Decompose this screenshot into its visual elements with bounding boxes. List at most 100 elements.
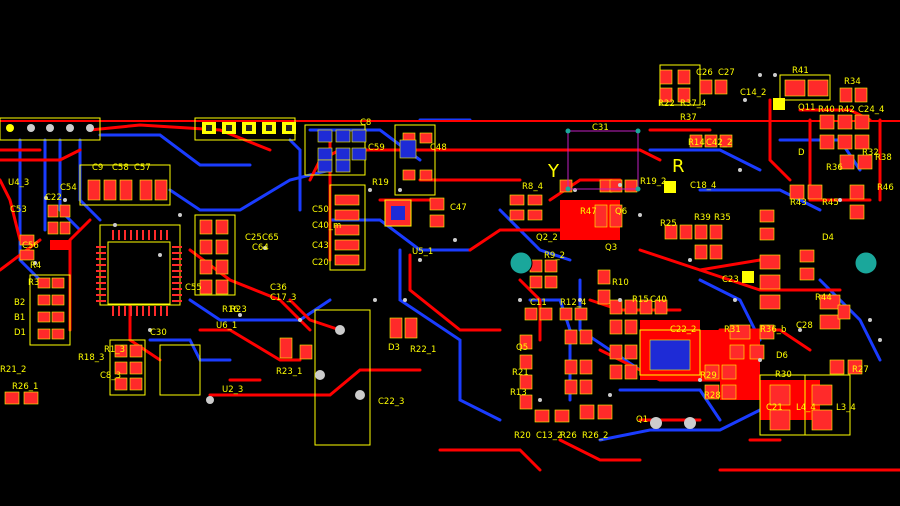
- designator: D4: [822, 233, 834, 243]
- designator: R42: [838, 105, 855, 115]
- vias: [33, 73, 882, 402]
- designator: R43: [790, 198, 807, 208]
- designator: R25: [660, 219, 677, 229]
- designator: R36_b: [760, 325, 786, 335]
- designator: R45: [822, 198, 839, 208]
- through-hole-pads: [206, 251, 878, 429]
- mcu-qfp-package[interactable]: [96, 230, 182, 316]
- designator: R28: [704, 391, 721, 401]
- designator: C54: [60, 183, 77, 193]
- designator: C8: [360, 118, 371, 128]
- designator: R37: [680, 113, 697, 123]
- designator: C50: [312, 205, 329, 215]
- designator: R31: [724, 325, 741, 335]
- designator: C21: [766, 403, 783, 413]
- designator: R1_3: [104, 345, 125, 355]
- designator: R21_2: [0, 365, 26, 375]
- designator: C48: [430, 143, 447, 153]
- designator: R30: [775, 370, 792, 380]
- designator: C27: [718, 68, 735, 78]
- designator: C18_4: [690, 181, 716, 191]
- designator: R26_2: [582, 431, 608, 441]
- designator: U6_1: [216, 321, 237, 331]
- designator: U5_1: [412, 247, 433, 257]
- top-pads: [4, 69, 873, 431]
- designator: L3_4: [836, 403, 856, 413]
- designator: R35: [714, 213, 731, 223]
- designator: R22: [658, 99, 675, 109]
- designator: C43: [312, 241, 329, 251]
- designator: R27: [852, 365, 869, 375]
- r-axis-label: R: [672, 156, 685, 177]
- designator: D3: [388, 343, 400, 353]
- designator-labels: C26 C27 R41 R34 R22 R37_4 C14_2 Q11 R40 …: [0, 66, 894, 441]
- designator: R41: [792, 66, 809, 76]
- designator: C17_3: [270, 293, 296, 303]
- middle-header-pins: [202, 122, 296, 134]
- designator: L4_4: [796, 403, 816, 413]
- designator: C59: [368, 143, 385, 153]
- designator: R44: [815, 293, 832, 303]
- designator: B1: [14, 313, 25, 323]
- designator: R32: [862, 148, 879, 158]
- designator: R29: [700, 371, 717, 381]
- designator: R37_4: [680, 99, 706, 109]
- designator: C8_3: [100, 371, 121, 381]
- designator: R22_1: [410, 345, 436, 355]
- designator: C9: [92, 163, 103, 173]
- designator: R26: [560, 431, 577, 441]
- designator: R20: [514, 431, 531, 441]
- designator: R16: [222, 305, 239, 315]
- designator: C58: [112, 163, 129, 173]
- designator: R8_4: [522, 182, 543, 192]
- designator: R18_3: [78, 353, 104, 363]
- designator: C13_2: [536, 431, 562, 441]
- silkscreen-outlines: [0, 64, 851, 446]
- designator: C22_2: [670, 325, 696, 335]
- designator: C24_4: [858, 105, 884, 115]
- designator: C53: [10, 205, 27, 215]
- designator: C57: [134, 163, 151, 173]
- designator: C56: [22, 241, 39, 251]
- selection-markers: [664, 98, 785, 283]
- designator: Q5: [516, 343, 528, 353]
- designator: Q3: [605, 243, 617, 253]
- designator: R39: [694, 213, 711, 223]
- designator: C40: [650, 295, 667, 305]
- designator: C25: [245, 233, 262, 243]
- qfn-package[interactable]: [384, 199, 412, 227]
- designator: R3: [28, 278, 39, 288]
- designator: C64: [252, 243, 269, 253]
- designator: C55: [185, 283, 202, 293]
- designator: R21: [512, 368, 529, 378]
- designator: R19_2: [640, 177, 666, 187]
- designator: C47: [450, 203, 467, 213]
- designator: R23_1: [276, 367, 302, 377]
- designator: C11: [530, 298, 547, 308]
- designator: R34: [844, 77, 861, 87]
- designator: R19: [372, 178, 389, 188]
- designator: C36: [270, 283, 287, 293]
- designator: R10: [612, 278, 629, 288]
- designator: R15: [632, 295, 649, 305]
- y-axis-label: Y: [547, 161, 560, 182]
- designator: R14: [688, 138, 705, 148]
- bottom-pads: [317, 129, 691, 371]
- designator: R23: [230, 305, 247, 315]
- designator: C22_3: [378, 397, 404, 407]
- designator: D: [798, 148, 805, 158]
- designator: C40_m: [312, 221, 341, 231]
- designator: U4_3: [8, 178, 29, 188]
- designator: U2_3: [222, 385, 243, 395]
- designator: C42_2: [706, 138, 732, 148]
- designator: C14_2: [740, 88, 766, 98]
- designator: R4: [30, 261, 41, 271]
- designator: D1: [14, 328, 26, 338]
- designator: Q2_2: [536, 233, 558, 243]
- left-header-pins: [6, 124, 94, 132]
- designator: R46: [877, 183, 894, 193]
- designator: R47: [580, 207, 597, 217]
- designator: R40: [818, 105, 835, 115]
- designator: C26: [696, 68, 713, 78]
